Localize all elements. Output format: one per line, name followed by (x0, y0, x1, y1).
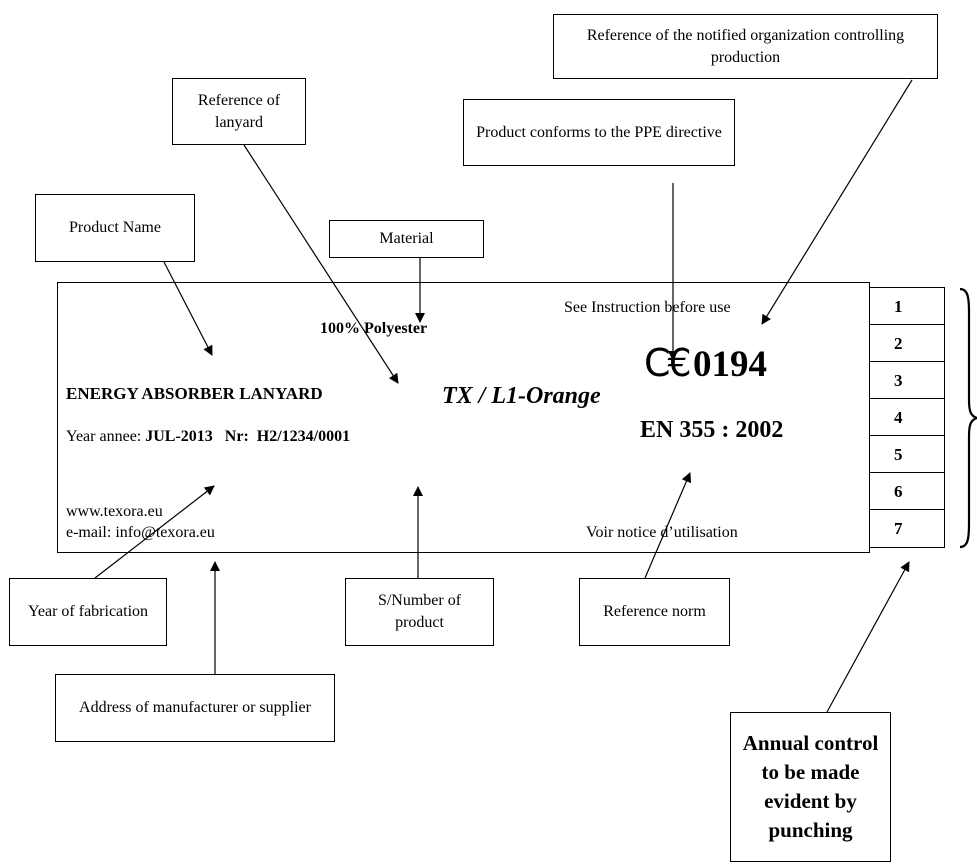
nr-label: Nr: (224, 428, 249, 445)
punch-box: 3 (870, 362, 944, 399)
callout-text: Product conforms to the PPE directive (476, 123, 722, 141)
year-label: Year annee: (66, 428, 142, 445)
punch-box-column: 1 2 3 4 5 6 7 (869, 287, 945, 548)
instruction-fr-text: Voir notice d’utilisation (586, 524, 738, 541)
callout-reference-norm: Reference norm (579, 578, 730, 646)
callout-text: Reference of the notified organization c… (586, 26, 905, 66)
arrow-year-fabrication (94, 485, 215, 579)
grouping-brace (959, 287, 977, 549)
callout-text: Product Name (69, 219, 161, 236)
callout-year-fabrication: Year of fabrication (9, 578, 167, 646)
callout-address: Address of manufacturer or supplier (55, 674, 335, 742)
arrow-reference-norm (644, 472, 692, 579)
callout-notified-organization: Reference of the notified organization c… (553, 14, 938, 79)
arrow-annual-control (826, 561, 910, 713)
callout-serial-number: S/Number of product (345, 578, 494, 646)
punch-box: 4 (870, 399, 944, 436)
punch-box: 5 (870, 436, 944, 473)
callout-text: Reference norm (603, 603, 706, 620)
callout-text: Address of manufacturer or supplier (79, 699, 311, 716)
callout-text: S/Number of product (377, 592, 462, 631)
callout-text: Material (379, 230, 434, 247)
label-panel: See Instruction before use 100% Polyeste… (57, 282, 870, 553)
punch-box: 2 (870, 325, 944, 362)
notified-body-number: 0194 (693, 344, 767, 385)
nr-value: H2/1234/0001 (256, 428, 351, 445)
ce-mark: C€ (644, 341, 692, 385)
material-text: 100% Polyester (320, 320, 428, 337)
website-text: www.texora.eu (66, 503, 163, 520)
arrow-product-name (163, 261, 213, 356)
email-text: e-mail: info@texora.eu (66, 524, 215, 541)
arrow-reference-lanyard (243, 144, 399, 384)
callout-text: Year of fabrication (27, 603, 149, 620)
callout-reference-lanyard: Reference of lanyard (172, 78, 306, 145)
norm-text: EN 355 : 2002 (640, 417, 784, 443)
punch-box: 6 (870, 473, 944, 510)
lanyard-reference-text: TX / L1-Orange (442, 383, 601, 409)
callout-ppe-conformity: Product conforms to the PPE directive (463, 99, 735, 166)
year-line: Year annee: JUL-2013 Nr: H2/1234/0001 (66, 427, 350, 447)
callout-product-name: Product Name (35, 194, 195, 262)
callout-annual-control: Annual control to be made evident by pun… (730, 712, 891, 862)
year-value: JUL-2013 (145, 428, 213, 445)
instruction-en-text: See Instruction before use (564, 299, 731, 316)
callout-material: Material (329, 220, 484, 258)
arrow-notified-organization (761, 79, 913, 325)
callout-text: Reference of lanyard (197, 91, 281, 131)
callout-text: Annual control to be made evident by pun… (742, 731, 879, 842)
punch-box: 1 (870, 288, 944, 325)
product-name-text: ENERGY ABSORBER LANYARD (66, 384, 323, 403)
punch-box: 7 (894, 519, 903, 538)
